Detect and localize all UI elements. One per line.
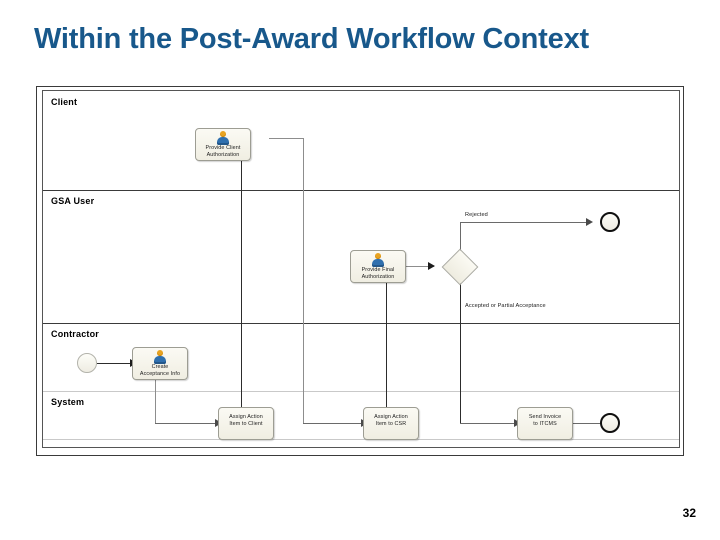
lane-divider-system-bottom xyxy=(43,439,679,440)
flow-send-invoice-to-end xyxy=(573,423,609,424)
page-number: 32 xyxy=(682,506,696,520)
task-label-line1: Provide Client xyxy=(205,145,241,151)
flow-create-down xyxy=(155,380,156,424)
task-provide-client-authorization[interactable]: Provide Client Authorization xyxy=(195,128,251,161)
task-label-line1: Create xyxy=(151,364,169,370)
page-title: Within the Post-Award Workflow Context xyxy=(34,23,589,55)
flow-assign-csr-up xyxy=(386,282,387,408)
lane-label-system: System xyxy=(51,397,85,407)
flow-provide-client-down xyxy=(303,138,304,423)
lane-label-client: Client xyxy=(51,97,78,107)
flow-provide-final-to-gateway xyxy=(406,266,434,267)
workflow-diagram: Client GSA User Contractor System xyxy=(36,86,684,456)
task-assign-action-item-to-client[interactable]: Assign Action Item to Client xyxy=(218,407,274,440)
start-event[interactable] xyxy=(77,353,97,373)
flow-label-accepted-or-partial-acceptance: Accepted or Partial Acceptance xyxy=(465,303,546,309)
task-label-line2: to ITCMS xyxy=(533,420,557,427)
lane-label-gsa-user: GSA User xyxy=(51,196,95,206)
lane-divider-gsa-contractor xyxy=(43,323,679,324)
diagram-canvas: Client GSA User Contractor System xyxy=(42,90,680,448)
flow-start-to-create xyxy=(97,363,132,364)
lane-divider-contractor-system xyxy=(43,391,679,392)
end-event-complete[interactable] xyxy=(600,413,620,433)
flow-gateway-rejected-up xyxy=(460,222,461,267)
flow-rejected-to-end xyxy=(460,222,590,223)
arrowhead-rejected-to-end xyxy=(586,218,593,226)
task-label-line2: Item to CSR xyxy=(375,420,407,427)
task-provide-final-authorization[interactable]: Provide Final Authorization xyxy=(350,250,406,283)
task-label-line1: Assign Action xyxy=(229,414,263,420)
flow-provide-client-right xyxy=(269,138,304,139)
flow-accepted-to-send-invoice xyxy=(460,423,518,424)
user-icon xyxy=(153,350,167,364)
lane-label-contractor: Contractor xyxy=(51,329,100,339)
task-label-line2: Item to Client xyxy=(229,420,263,427)
task-label-line2: Authorization xyxy=(361,273,395,280)
gateway-acceptance-decision[interactable] xyxy=(441,248,479,286)
flow-gateway-accepted-down xyxy=(460,267,461,423)
arrowhead-provide-final-to-gateway xyxy=(428,262,435,270)
user-icon xyxy=(216,131,230,145)
task-send-invoice-to-itcms[interactable]: Send Invoice to ITCMS xyxy=(517,407,573,440)
flow-label-rejected: Rejected xyxy=(465,212,488,218)
task-assign-action-item-to-csr[interactable]: Assign Action Item to CSR xyxy=(363,407,419,440)
user-icon xyxy=(371,253,385,267)
flow-assign-client-up xyxy=(241,155,242,408)
task-create-acceptance-info[interactable]: Create Acceptance Info xyxy=(132,347,188,380)
flow-create-to-assign-client xyxy=(155,423,219,424)
lane-divider-client-gsa xyxy=(43,190,679,191)
flow-to-assign-csr xyxy=(303,423,365,424)
end-event-rejected[interactable] xyxy=(600,212,620,232)
task-label-line1: Assign Action xyxy=(374,414,408,420)
task-label-line2: Acceptance Info xyxy=(139,370,181,377)
task-label-line2: Authorization xyxy=(206,151,240,158)
task-label-line1: Provide Final xyxy=(361,267,395,273)
task-label-line1: Send Invoice xyxy=(528,414,562,420)
